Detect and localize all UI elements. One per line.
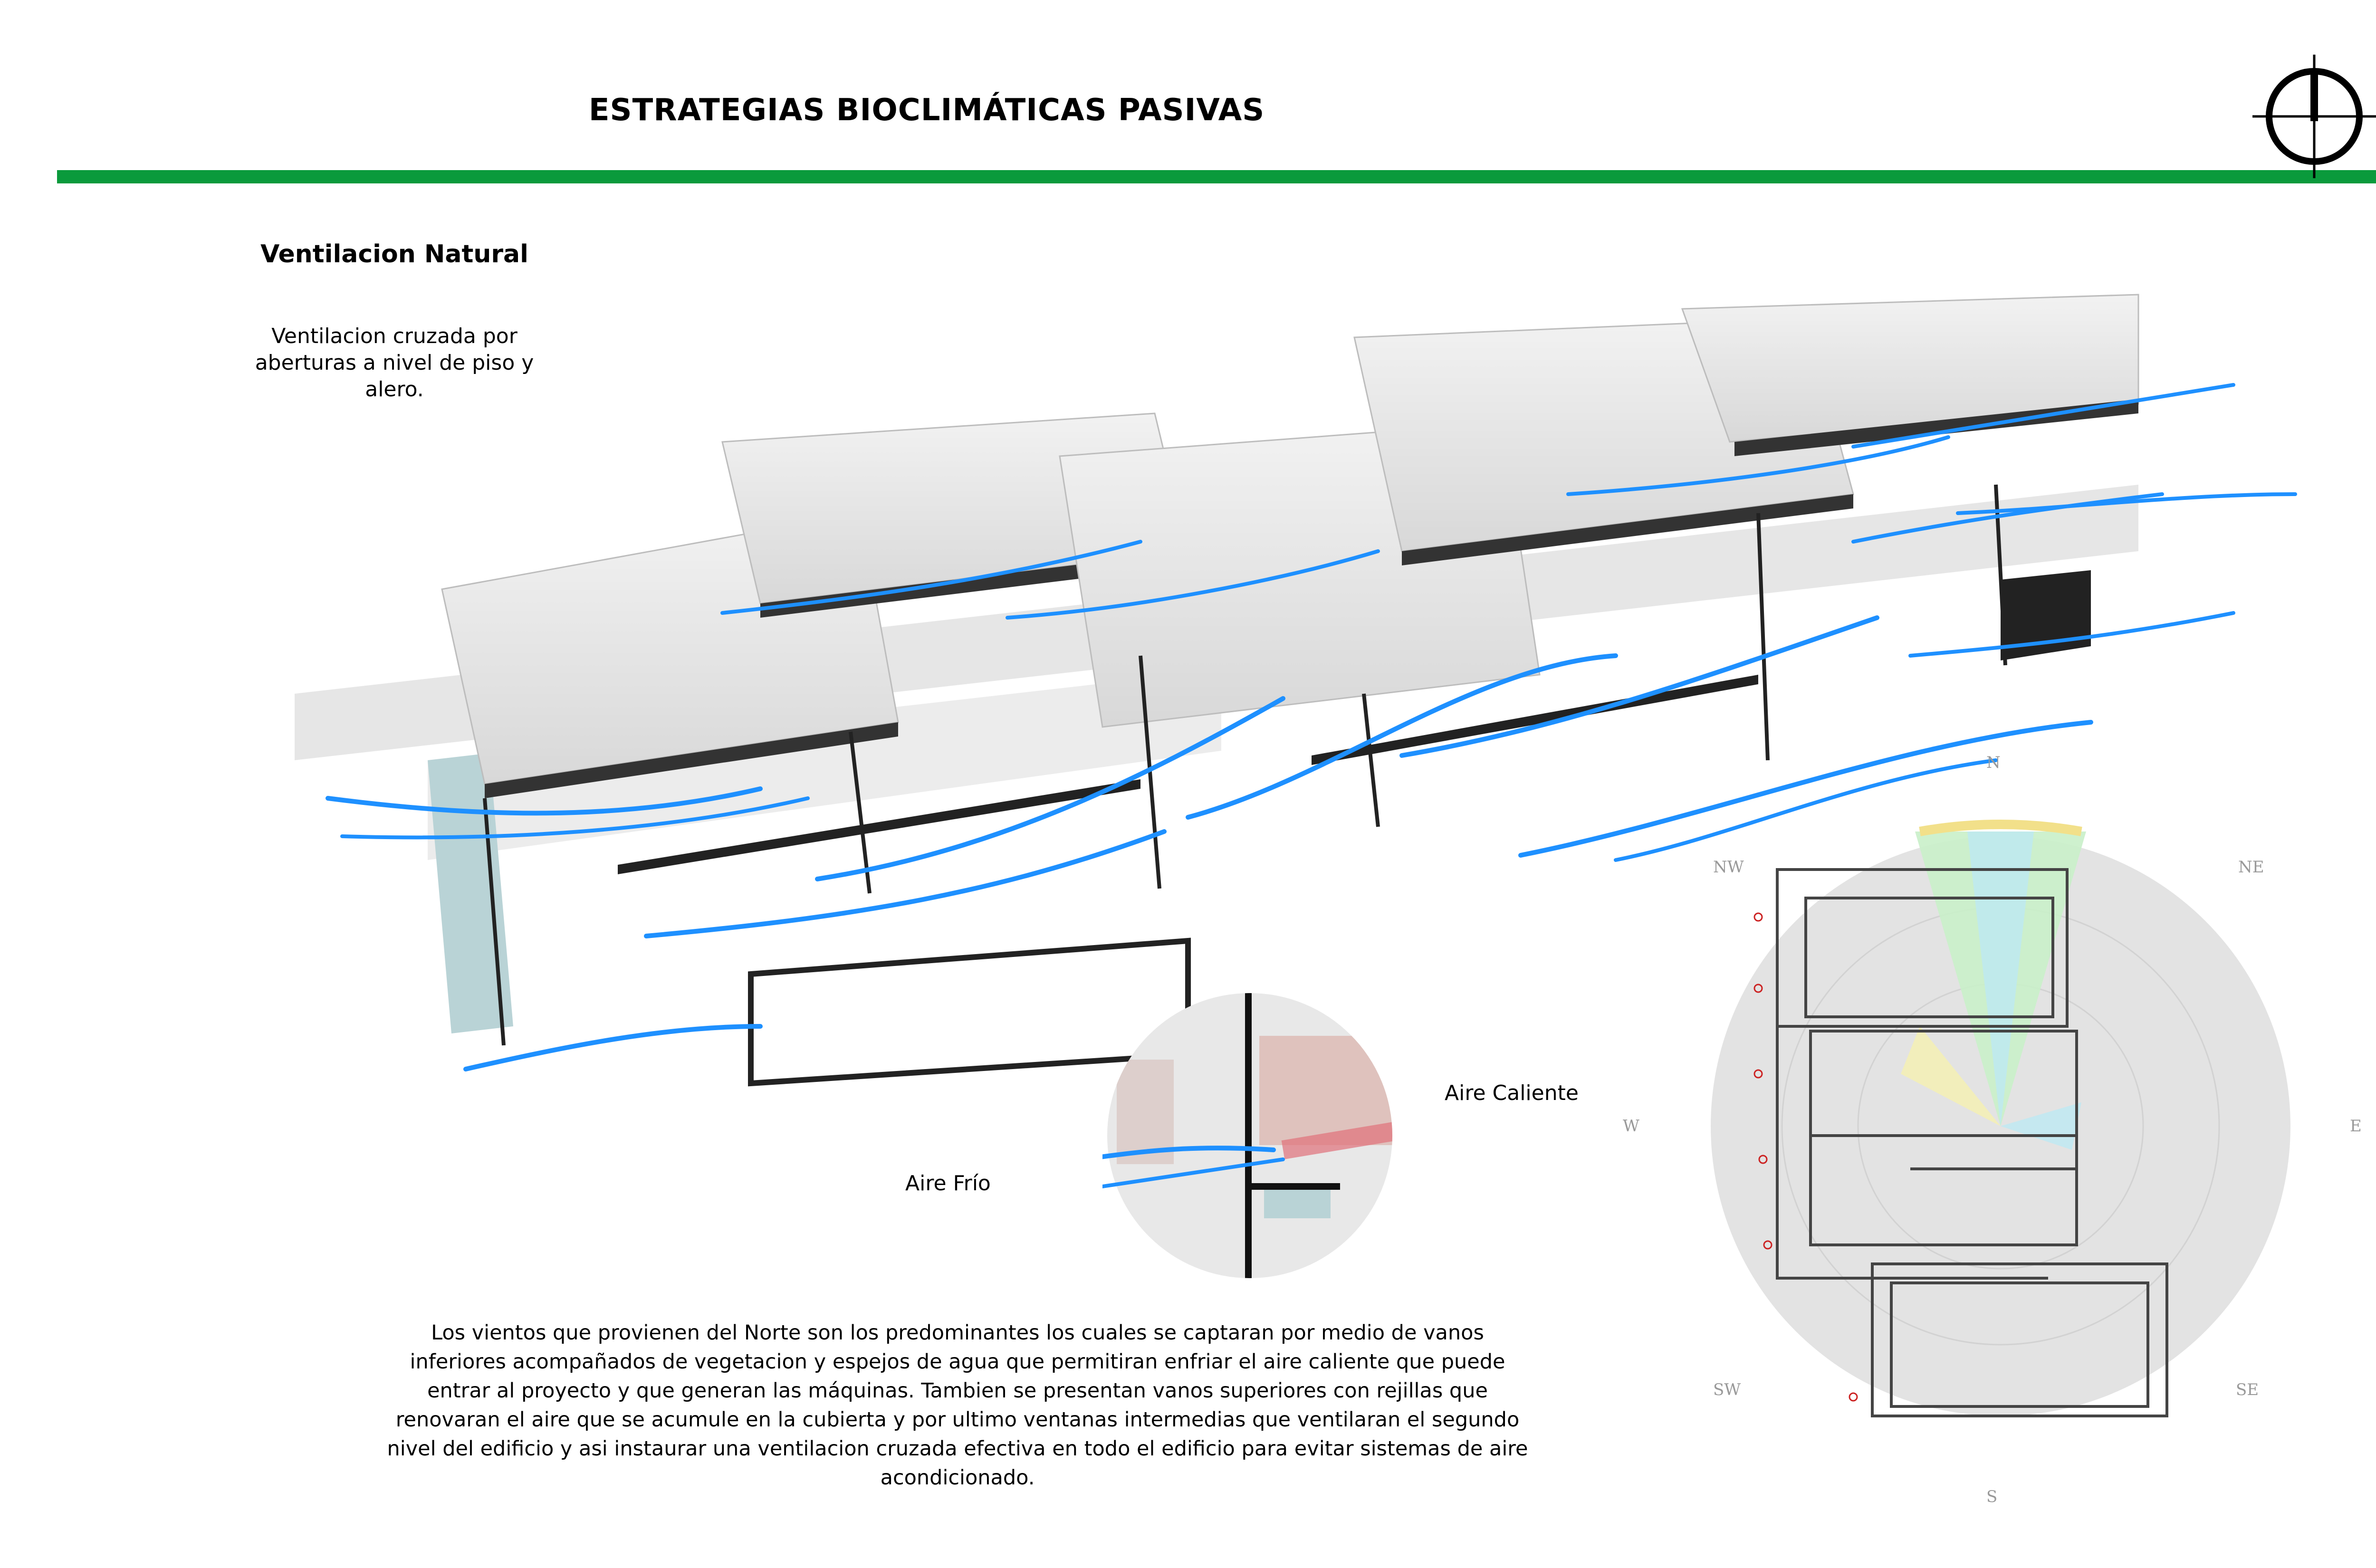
body-paragraph: Los vientos que provienen del Norte son … <box>342 1319 1573 1492</box>
roof-eave <box>1402 494 1853 565</box>
floor-plan <box>1776 868 2168 1417</box>
body-line: nivel del edificio y asi instaurar una v… <box>387 1437 1528 1461</box>
wind-rose-floor-plan <box>1711 820 2290 1417</box>
water-mirror <box>428 753 513 1033</box>
ventilation-detail-inset <box>1102 993 1392 1278</box>
direction-e: E <box>2350 1117 2362 1136</box>
direction-ne: NE <box>2238 858 2264 877</box>
direction-nw: NW <box>1713 858 1744 877</box>
roof-eave <box>485 722 898 798</box>
interior-beam <box>618 779 1140 874</box>
cold-air-arrows <box>1102 1146 1285 1189</box>
roof-eave <box>1734 399 2138 456</box>
direction-n: N <box>1986 753 2001 772</box>
base-slab <box>428 670 1221 860</box>
direction-s: S <box>1986 1487 1998 1506</box>
wind-sector <box>1967 832 2034 1126</box>
title-divider <box>57 170 2376 183</box>
description-line: alero. <box>365 377 424 402</box>
cold-air-label: Aire Frío <box>905 1171 991 1195</box>
body-line: Los vientos que provienen del Norte son … <box>431 1321 1484 1345</box>
hot-air-label: Aire Caliente <box>1445 1081 1579 1105</box>
direction-sw: SW <box>1713 1380 1741 1399</box>
wind-flow-arrows <box>326 383 2297 1071</box>
direction-se: SE <box>2236 1380 2259 1399</box>
body-line: acondicionado. <box>880 1466 1035 1490</box>
section-heading: Ventilacion Natural <box>260 240 528 268</box>
body-line: entrar al proyecto y que generan las máq… <box>427 1379 1488 1403</box>
wind-sector <box>2001 1102 2081 1150</box>
body-line: renovaran el aire que se acumule en la c… <box>395 1408 1520 1432</box>
description-line: Ventilacion cruzada por <box>271 324 517 348</box>
wind-sector <box>1901 1026 2001 1126</box>
north-arrow-icon <box>2252 55 2376 178</box>
description-line: aberturas a nivel de piso y <box>255 351 534 375</box>
page-title: ESTRATEGIAS BIOCLIMÁTICAS PASIVAS <box>588 93 1265 128</box>
axonometric-section-illustration <box>295 294 2297 1087</box>
body-line: inferiores acompañados de vegetacion y e… <box>410 1350 1505 1374</box>
direction-w: W <box>1623 1117 1639 1136</box>
section-description: Ventilacion cruzada por aberturas a nive… <box>238 323 551 403</box>
